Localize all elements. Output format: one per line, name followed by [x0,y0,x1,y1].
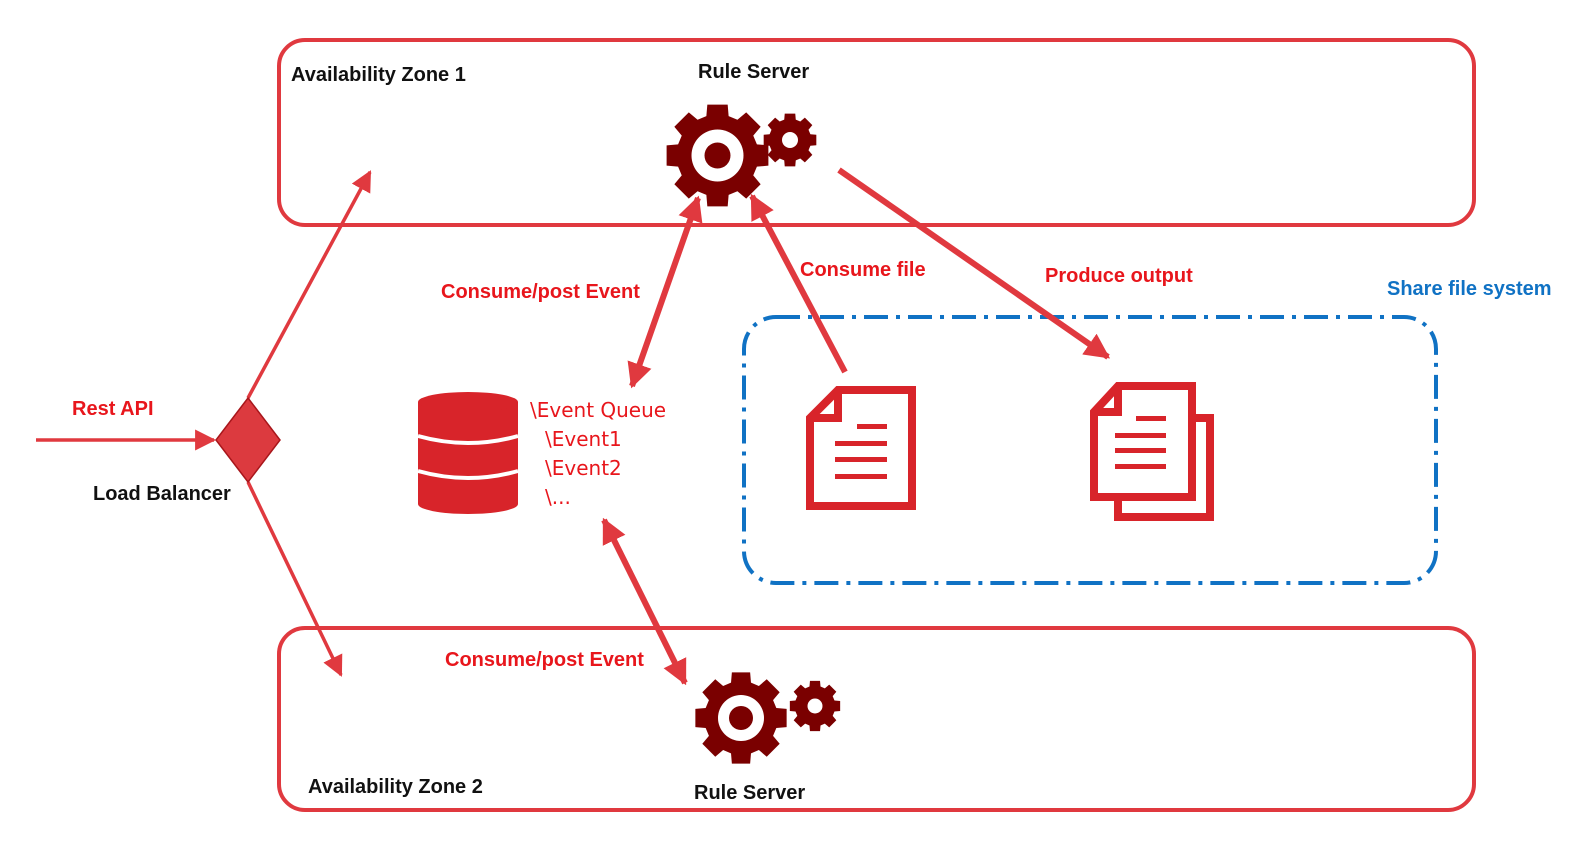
event-queue-line: \Event1 [545,427,622,451]
rule-server-1-small-gear-icon [763,113,817,167]
lb-to-zone1-arrow [246,170,372,399]
rule-server-2-label: Rule Server [694,782,806,804]
produce-output-arrow [837,167,1111,360]
event-queue-line: \... [545,485,571,509]
rule-server-2-gear-icon [695,672,787,764]
zone-2-label: Availability Zone 2 [308,776,483,798]
rule-server-1-label: Rule Server [698,61,810,83]
lb-to-zone2-arrow [246,481,343,677]
produce-output-label: Produce output [1045,265,1193,287]
event-queue-line: \Event2 [545,456,622,480]
availability-zone-2 [277,626,1476,812]
load-balancer-label: Load Balancer [93,483,231,505]
share-file-system-label: Share file system [1387,278,1552,300]
output-files-documents-icon [1090,382,1214,521]
load-balancer-diamond-icon [215,396,281,484]
rule-server-2-small-gear-icon [789,680,841,732]
consume-post-event-bottom-label: Consume/post Event [445,649,644,671]
consume-file-arrow [749,193,848,374]
consume-post-event-top-label: Consume/post Event [441,281,640,303]
availability-zone-1 [277,38,1476,227]
rest-api-label: Rest API [72,398,154,420]
consume-post-arrow-bottom [601,517,688,686]
input-file-document-icon [806,386,916,510]
shared-file-system-boundary [742,315,1438,585]
consume-post-arrow-top [627,195,703,389]
event-queue-database-icon [417,392,519,514]
zone-1-label: Availability Zone 1 [291,64,466,86]
consume-file-label: Consume file [800,259,926,281]
event-queue-line: \Event Queue [530,398,667,422]
rule-server-1-gear-icon [666,104,769,207]
